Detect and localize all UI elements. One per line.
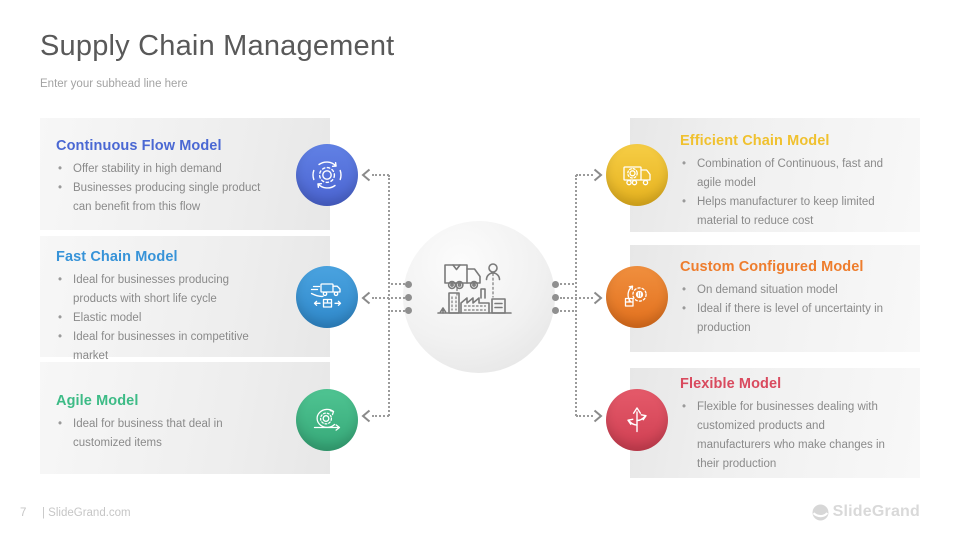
hub-dot [552, 281, 559, 288]
hub-dot [552, 307, 559, 314]
card-bullet-list: Combination of Continuous, fast and agil… [680, 155, 894, 231]
card-title: Custom Configured Model [680, 259, 864, 275]
dashed-line [576, 415, 593, 417]
card-efficient-chain-model: Efficient Chain Model Combination of Con… [630, 118, 920, 232]
custom-configured-badge [606, 266, 668, 328]
card-bullet-list: Ideal for business that deal in customiz… [56, 415, 268, 453]
bullet-item: Offer stability in high demand [56, 160, 268, 179]
bullet-item: Combination of Continuous, fast and agil… [680, 155, 894, 193]
card-custom-configured-model: Custom Configured Model On demand situat… [630, 245, 920, 352]
card-title: Flexible Model [680, 376, 782, 392]
page-subhead: Enter your subhead line here [40, 78, 188, 90]
efficient-chain-badge [606, 144, 668, 206]
dashed-line [372, 174, 389, 176]
dashed-line [391, 310, 405, 312]
dashed-line [372, 415, 389, 417]
page-title: Supply Chain Management [40, 30, 395, 62]
hub-dot [552, 294, 559, 301]
card-title: Continuous Flow Model [56, 138, 222, 154]
sync-gear-icon [312, 161, 342, 189]
hub-dot [405, 294, 412, 301]
page-number: 7 [20, 507, 27, 519]
brand-logo: SlideGrand [812, 503, 920, 521]
dashed-line [560, 310, 574, 312]
arrow-right-icon [593, 409, 603, 423]
arrow-left-icon [361, 168, 371, 182]
configure-gear-icon [624, 285, 647, 307]
bullet-item: Ideal for business that deal in customiz… [56, 415, 268, 453]
flexible-badge [606, 389, 668, 451]
arrow-left-icon [361, 409, 371, 423]
card-title: Efficient Chain Model [680, 133, 830, 149]
brand-logo-text: SlideGrand [832, 503, 920, 520]
bullet-item: Flexible for businesses dealing with cus… [680, 398, 894, 474]
fast-chain-badge [296, 266, 358, 328]
arrow-right-icon [593, 291, 603, 305]
hub-dot [405, 307, 412, 314]
card-agile-model: Agile Model Ideal for business that deal… [40, 362, 330, 474]
supply-chain-logistics-icon [437, 263, 512, 314]
hub-dot [405, 281, 412, 288]
card-bullet-list: Ideal for businesses producing products … [56, 271, 272, 366]
agile-badge [296, 389, 358, 451]
dashed-line [560, 297, 593, 299]
dashed-line [576, 174, 593, 176]
fast-delivery-icon [310, 283, 342, 308]
agile-loop-icon [313, 408, 341, 431]
dashed-line [560, 283, 574, 285]
bullet-item: On demand situation model [680, 281, 894, 300]
arrow-right-icon [593, 168, 603, 182]
dashed-line [575, 175, 577, 416]
card-fast-chain-model: Fast Chain Model Ideal for businesses pr… [40, 236, 330, 362]
dashed-line [391, 283, 405, 285]
bullet-item: Elastic model [56, 309, 272, 328]
bullet-item: Ideal if there is level of uncertainty i… [680, 300, 894, 338]
slidegrand-logo-icon [812, 504, 829, 520]
dashed-line [372, 297, 405, 299]
card-flexible-model: Flexible Model Flexible for businesses d… [630, 368, 920, 478]
dashed-line [388, 175, 390, 416]
footer-site-label: | SlideGrand.com [42, 507, 131, 519]
center-hub-circle [403, 221, 555, 373]
card-bullet-list: On demand situation model Ideal if there… [680, 281, 894, 338]
card-bullet-list: Flexible for businesses dealing with cus… [680, 398, 894, 474]
card-bullet-list: Offer stability in high demand Businesse… [56, 160, 268, 217]
bullet-item: Ideal for businesses in competitive mark… [56, 328, 272, 366]
bullet-item: Businesses producing single product can … [56, 179, 268, 217]
arrow-left-icon [361, 291, 371, 305]
continuous-flow-badge [296, 144, 358, 206]
card-title: Fast Chain Model [56, 249, 178, 265]
flexible-arrows-icon [627, 407, 647, 433]
card-continuous-flow-model: Continuous Flow Model Offer stability in… [40, 118, 330, 230]
truck-gear-icon [623, 166, 651, 186]
card-title: Agile Model [56, 393, 139, 409]
bullet-item: Helps manufacturer to keep limited mater… [680, 193, 894, 231]
bullet-item: Ideal for businesses producing products … [56, 271, 272, 309]
